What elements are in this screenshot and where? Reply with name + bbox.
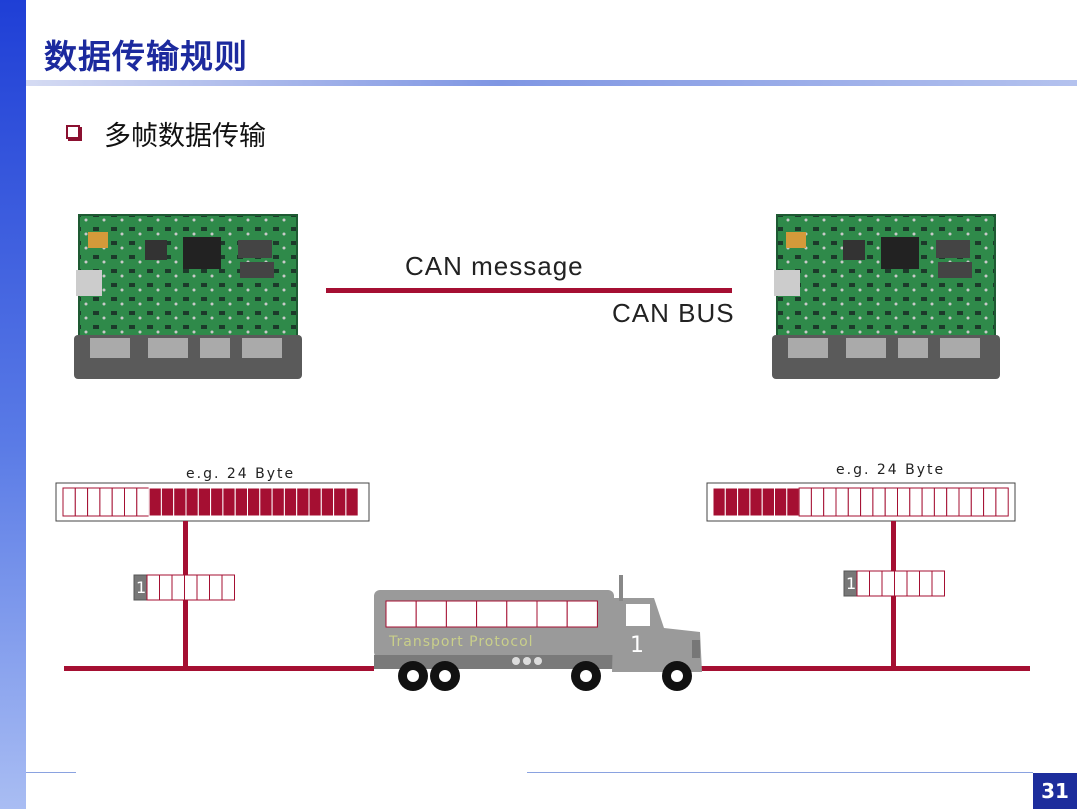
can-message-label: CAN message — [405, 251, 584, 281]
buffer-cell — [87, 487, 101, 517]
bus-line-right — [700, 666, 1030, 671]
bus-line-left — [64, 666, 374, 671]
buffer-cell — [798, 487, 812, 517]
truck-cell — [506, 600, 538, 628]
frame-cell — [184, 574, 198, 601]
frame-cell — [196, 574, 210, 601]
buffer-cell — [810, 487, 825, 517]
right-byte-label: e.g. 24 Byte — [836, 462, 946, 478]
left-ecu-board-icon — [74, 214, 302, 379]
buffer-cell — [933, 487, 948, 517]
buffer-cell — [308, 487, 322, 517]
can-bus-label: CAN BUS — [612, 298, 735, 328]
square-bullet-icon — [66, 125, 80, 139]
frame-cell — [209, 574, 223, 601]
buffer-cell — [835, 487, 849, 517]
truck-cell — [415, 600, 447, 628]
truck-cell — [385, 600, 417, 628]
buffer-cell — [148, 487, 162, 517]
right-frame-packet — [843, 570, 945, 597]
buffer-cell — [296, 487, 310, 517]
right-byte-buffer — [706, 482, 1016, 522]
can-line — [326, 288, 732, 293]
frame-cell — [906, 570, 920, 597]
buffer-cell — [872, 487, 886, 517]
frame-cell — [159, 574, 173, 601]
buffer-cell — [99, 487, 113, 517]
buffer-cell — [884, 487, 899, 517]
frame-cell — [856, 570, 870, 597]
buffer-cell — [234, 487, 248, 517]
slide-title: 数据传输规则 — [44, 37, 248, 76]
buffer-cell — [136, 487, 150, 517]
buffer-cell — [995, 487, 1009, 517]
buffer-cell — [247, 487, 261, 517]
buffer-cell — [761, 487, 776, 517]
truck-icon — [374, 575, 702, 691]
truck-cell — [445, 600, 478, 628]
truck-cell — [566, 600, 598, 628]
buffer-cell — [197, 487, 212, 517]
buffer-cell — [921, 487, 935, 517]
buffer-cell — [283, 487, 298, 517]
left-frame-number: 1 — [136, 578, 147, 597]
buffer-cell — [946, 487, 960, 517]
buffer-cell — [259, 487, 273, 517]
frame-cell — [869, 570, 883, 597]
buffer-cell — [160, 487, 175, 517]
frame-cell — [881, 570, 895, 597]
buffer-cell — [823, 487, 837, 517]
buffer-cell — [173, 487, 187, 517]
buffer-cell — [786, 487, 800, 517]
frame-cell — [171, 574, 185, 601]
footer-rule-left — [26, 772, 76, 773]
right-frame-number: 1 — [846, 574, 857, 593]
buffer-cell — [111, 487, 125, 517]
buffer-cell — [724, 487, 739, 517]
left-frame-packet — [133, 574, 235, 601]
frame-cell — [931, 570, 945, 597]
buffer-cell — [897, 487, 911, 517]
frame-cell — [146, 574, 160, 601]
frame-cell — [221, 574, 235, 601]
buffer-cell — [333, 487, 347, 517]
buffer-cell — [983, 487, 997, 517]
buffer-cell — [185, 487, 199, 517]
footer-rule-right — [527, 772, 1033, 773]
buffer-cell — [749, 487, 763, 517]
buffer-cell — [345, 487, 359, 517]
buffer-cell — [847, 487, 862, 517]
frame-cell — [894, 570, 908, 597]
buffer-cell — [210, 487, 224, 517]
left-sidebar-bar — [0, 0, 26, 809]
buffer-cell — [712, 487, 726, 517]
buffer-cell — [909, 487, 923, 517]
truck-cell — [536, 600, 568, 628]
right-ecu-board-icon — [772, 214, 1000, 379]
buffer-cell — [860, 487, 874, 517]
buffer-cell — [320, 487, 335, 517]
buffer-cell — [74, 487, 89, 517]
left-byte-label: e.g. 24 Byte — [186, 466, 296, 482]
truck-number: 1 — [630, 633, 644, 658]
truck-label: Transport Protocol — [389, 634, 534, 650]
truck-cell — [476, 600, 508, 628]
page-number: 31 — [1033, 773, 1077, 809]
buffer-cell — [222, 487, 236, 517]
buffer-cell — [271, 487, 285, 517]
frame-cell — [919, 570, 933, 597]
buffer-cell — [970, 487, 985, 517]
slide-subtitle: 多帧数据传输 — [104, 121, 266, 152]
left-byte-buffer — [55, 482, 370, 522]
buffer-cell — [124, 487, 138, 517]
buffer-cell — [62, 487, 76, 517]
buffer-cell — [737, 487, 751, 517]
title-underline — [26, 80, 1077, 86]
buffer-cell — [774, 487, 788, 517]
buffer-cell — [958, 487, 972, 517]
